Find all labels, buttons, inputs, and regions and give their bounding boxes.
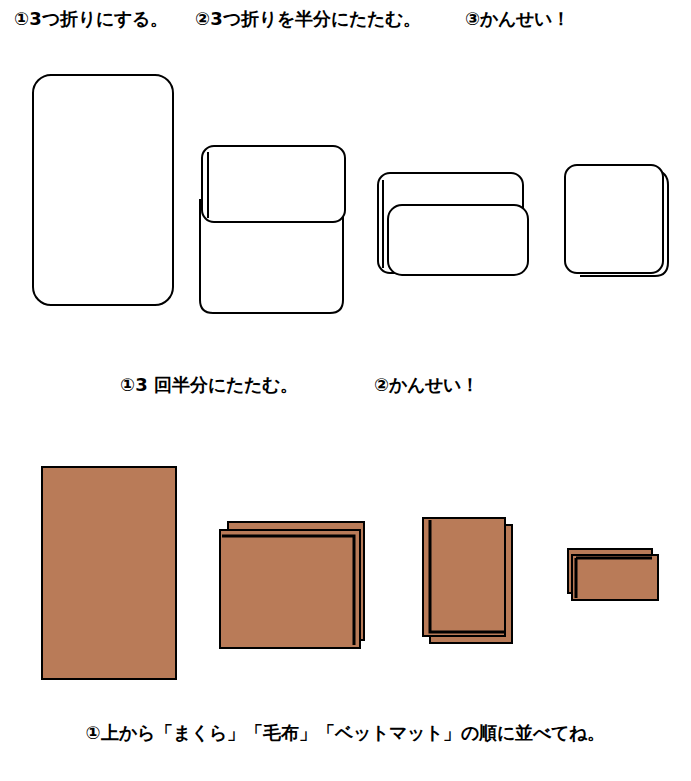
blanket-fold-1 [220,522,364,648]
futon-open [33,75,173,305]
instruction-note: ①上から「まくら」「毛布」「ベットマット」の順に並べてね。 [85,722,604,744]
blanket-done [568,549,658,600]
futon-half-fold [378,173,528,275]
futon-figures [33,75,668,313]
blanket-open [42,467,176,679]
futon-done [565,165,668,276]
futon-tri-fold [200,146,345,313]
step-label: ②かんせい！ [374,374,479,396]
blanket-figures [42,467,658,679]
step-label: ①3 回半分にたたむ。 [120,374,298,396]
blanket-fold-2 [423,518,512,643]
step-label: ③かんせい！ [465,8,570,30]
step-label: ②3つ折りを半分にたたむ。 [195,8,421,30]
step-label: ①3つ折りにする。 [14,8,168,30]
